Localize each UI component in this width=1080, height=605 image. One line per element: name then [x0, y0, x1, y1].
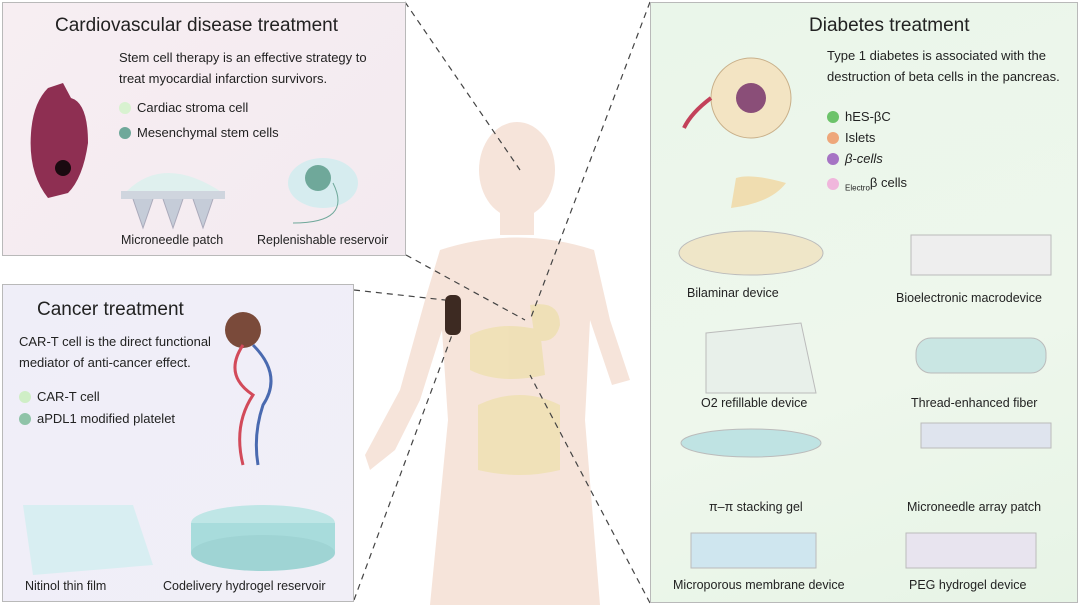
- legend-item: CAR-T cell: [19, 389, 100, 404]
- legend-item: hES-βC: [827, 109, 891, 124]
- device-label: O2 refillable device: [701, 396, 808, 410]
- cancer-panel: Cancer treatment CAR-T cell is the direc…: [2, 284, 354, 602]
- heart-icon: [30, 83, 88, 198]
- legend-item: aPDL1 modified platelet: [19, 411, 175, 426]
- device-label: PEG hydrogel device: [909, 578, 1027, 592]
- device-label: Replenishable reservoir: [257, 233, 389, 247]
- panel-description: Type 1 diabetes is associated with the d…: [827, 48, 1060, 84]
- device-label: π–π stacking gel: [709, 500, 803, 514]
- device-label: Microporous membrane device: [673, 578, 845, 592]
- device-label: Bilaminar device: [687, 286, 779, 300]
- islet-pancreas-icon: [678, 57, 1052, 569]
- panel-description: CAR-T cell is the direct functional medi…: [19, 334, 211, 370]
- device-label: Microneedle array patch: [907, 500, 1042, 514]
- device-label: Bioelectronic macrodevice: [896, 291, 1042, 305]
- diabetes-panel: Diabetes treatment Type 1 diabetes is as…: [650, 2, 1078, 603]
- device-label: Codelivery hydrogel reservoir: [163, 579, 326, 593]
- legend-item: Electroβ cells: [827, 175, 907, 193]
- panel-title: Cancer treatment: [37, 299, 184, 320]
- legend-item: Mesenchymal stem cells: [119, 125, 279, 140]
- connector-lines: [353, 1, 651, 604]
- legend-item: Cardiac stroma cell: [119, 100, 248, 115]
- implant-device: [445, 295, 461, 335]
- legend-item: β-cells: [827, 151, 883, 166]
- panel-title: Cardiovascular disease treatment: [55, 15, 339, 36]
- device-label: Nitinol thin film: [25, 579, 107, 593]
- device-label: Microneedle patch: [121, 233, 224, 247]
- device-label: Thread-enhanced fiber: [911, 396, 1038, 410]
- panel-title: Diabetes treatment: [809, 15, 970, 36]
- tumor-vessel-icon: [23, 312, 335, 575]
- panel-description: Stem cell therapy is an effective strate…: [119, 50, 367, 86]
- cardiovascular-panel: Cardiovascular disease treatment Stem ce…: [2, 2, 406, 256]
- legend-item: Islets: [827, 130, 875, 145]
- microneedle-patch-icon: [121, 158, 358, 230]
